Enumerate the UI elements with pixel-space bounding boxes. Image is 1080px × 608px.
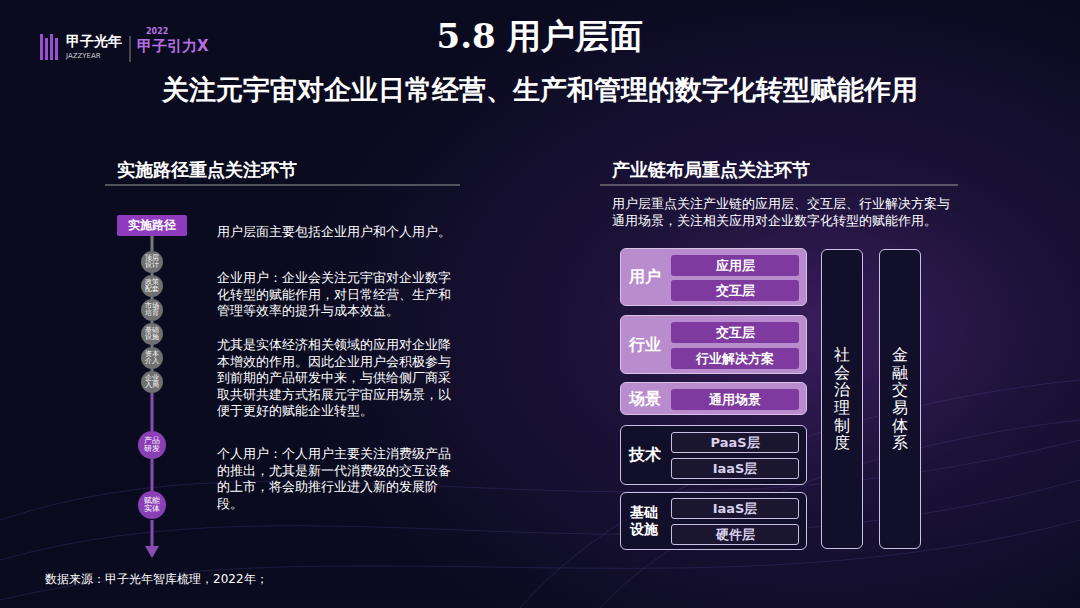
step-circle: 政策 配套: [141, 275, 163, 297]
layer-group: 技术 PaaS层 IaaS层: [620, 425, 807, 485]
step-circle: 市场 培育: [141, 299, 163, 321]
step-circle: 顶层 设计: [141, 251, 163, 273]
note-text: 数据来源：甲子光年智库梳理，2022年；: [45, 572, 445, 588]
layer-box: 交互层: [671, 280, 799, 301]
node-text: 社会治理制度: [834, 346, 850, 452]
connector-line: [151, 236, 154, 251]
node-text: 交互层: [716, 324, 755, 342]
step-circle: 资本 介入: [141, 347, 163, 369]
node-text: 应用层: [716, 257, 755, 275]
node-text: 通用场景: [709, 391, 761, 409]
node-text: 赋能 实体: [144, 497, 160, 513]
layer-group: 用户 应用层交互层: [620, 248, 807, 306]
layer-group: 场景 通用场景: [620, 382, 807, 415]
note-text: 企业用户：企业会关注元宇宙对企业数字化转型的赋能作用，对日常经营、生产和管理等效…: [217, 270, 462, 320]
group-heading: 技术: [629, 445, 661, 464]
step-circle: 基础 设施: [141, 323, 163, 345]
node-text: 行业解决方案: [696, 350, 774, 368]
layer-box: 硬件层: [671, 524, 799, 545]
node-text: 基础 设施: [145, 327, 159, 341]
support-bar: 社会治理制度: [821, 249, 863, 549]
node-text: 金融交易体系: [892, 346, 908, 452]
layer-box: 应用层: [671, 255, 799, 276]
layer-group: 基础 设施 IaaS层硬件层: [620, 492, 807, 550]
node-text: IaaS层: [713, 460, 758, 478]
layer-box: PaaS层: [671, 432, 799, 453]
timeline-connector: [152, 393, 153, 431]
group-heading: 用户: [629, 267, 661, 286]
connector-line: [151, 393, 154, 431]
layer-box: 行业解决方案: [671, 348, 799, 369]
node-text: 实施路径: [128, 217, 176, 234]
layer-box: 交互层: [671, 322, 799, 343]
section-heading: 产业链布局重点关注环节: [612, 158, 942, 182]
group-heading: 场景: [629, 389, 661, 408]
node-text: 顶层 设计: [145, 255, 159, 269]
logo-text: 甲子引力X: [137, 37, 217, 57]
step-circle: 赋能 实体: [138, 491, 166, 519]
note-text: 个人用户：个人用户主要关注消费级产品的推出，尤其是新一代消费级的交互设备的上市，…: [217, 446, 462, 512]
node-text: 资本 介入: [145, 351, 159, 365]
note-text: 用户层面主要包括企业用户和个人用户。: [217, 224, 467, 241]
node-text: 硬件层: [716, 526, 755, 544]
note-text: 尤其是实体经济相关领域的应用对企业降本增效的作用。因此企业用户会积极参与到前期的…: [217, 337, 462, 420]
node-text: 交互层: [716, 282, 755, 300]
section-heading: 实施路径重点关注环节: [117, 158, 437, 182]
layer-box: IaaS层: [671, 458, 799, 479]
step-circle: 企业 入局: [141, 371, 163, 393]
timeline-connector: [152, 459, 153, 491]
layer-box: 通用场景: [671, 389, 799, 410]
path-header: 实施路径: [117, 215, 187, 236]
node-text: 产品 研发: [144, 437, 160, 453]
layer-box: IaaS层: [671, 498, 799, 519]
logo-text: 甲子光年: [66, 32, 136, 50]
node-text: 企业 入局: [145, 375, 159, 389]
step-circle: 产品 研发: [138, 431, 166, 459]
note-text: 关注元宇宙对企业日常经营、生产和管理的数字化转型赋能作用: [0, 72, 1080, 108]
node-text: 市场 培育: [145, 303, 159, 317]
connector-line: [151, 459, 154, 491]
node-text: PaaS层: [710, 434, 759, 452]
group-heading: 行业: [629, 335, 661, 354]
note-text: 用户层重点关注产业链的应用层、交互层、行业解决方案与通用场景，关注相关应用对企业…: [612, 196, 962, 229]
timeline-connector: [152, 236, 153, 251]
node-text: IaaS层: [713, 500, 758, 518]
logo-text: JAZZYEAR: [66, 52, 136, 61]
support-bar: 金融交易体系: [879, 249, 921, 549]
group-heading: 基础 设施: [629, 504, 660, 538]
logo-text: 2022: [146, 27, 186, 38]
layer-group: 行业 交互层行业解决方案: [620, 315, 807, 374]
node-text: 政策 配套: [145, 279, 159, 293]
